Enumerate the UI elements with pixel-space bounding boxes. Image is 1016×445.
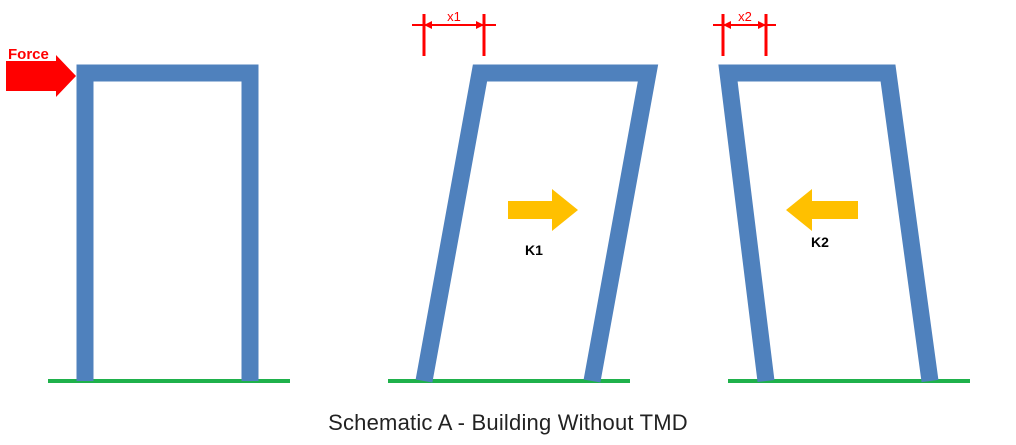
frame-3 bbox=[718, 64, 939, 383]
frame-1 bbox=[76, 64, 259, 381]
building-displaced-x2: x2 K2 bbox=[713, 9, 970, 383]
force-arrow bbox=[6, 55, 76, 97]
spring-arrow-k2 bbox=[786, 189, 858, 231]
force-label: Force bbox=[8, 46, 49, 63]
x2-label: x2 bbox=[738, 9, 752, 24]
k1-label: K1 bbox=[525, 242, 543, 258]
diagram-caption: Schematic A - Building Without TMD bbox=[328, 410, 688, 435]
x1-label: x1 bbox=[447, 9, 461, 24]
frame-2 bbox=[415, 64, 659, 383]
building-undeformed: Force bbox=[6, 46, 290, 383]
spring-arrow-k1 bbox=[508, 189, 578, 231]
k2-label: K2 bbox=[811, 234, 829, 250]
building-displaced-x1: x1 K1 bbox=[388, 9, 659, 383]
dimension-x1: x1 bbox=[412, 9, 496, 56]
dimension-x2: x2 bbox=[713, 9, 776, 56]
